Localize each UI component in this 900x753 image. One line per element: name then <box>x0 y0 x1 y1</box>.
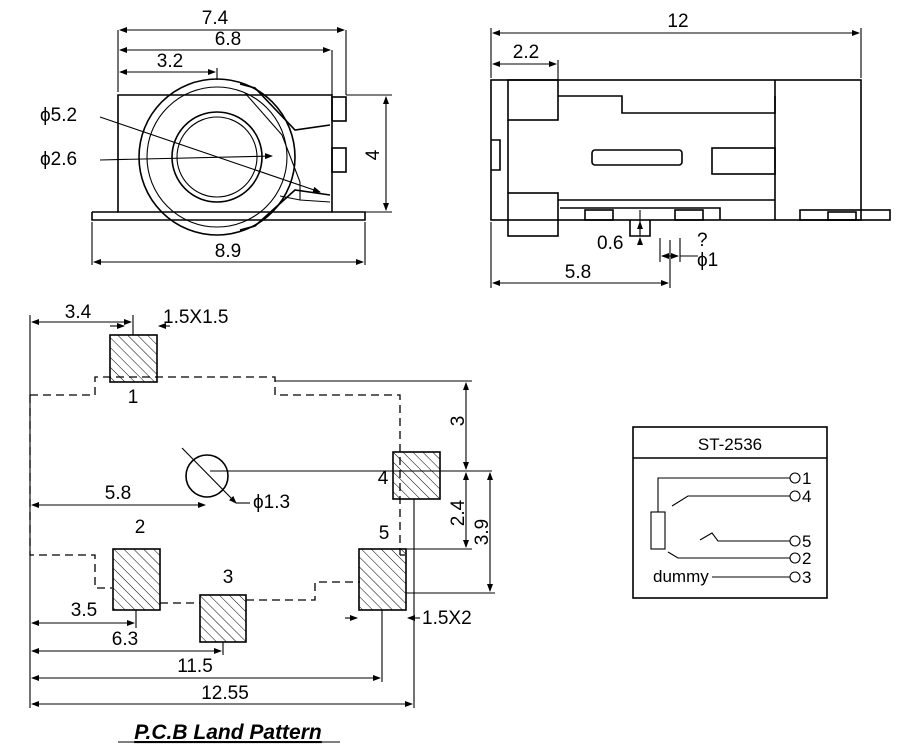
dim-3-4: 3.4 <box>65 302 92 323</box>
schematic-pin-1: 1 <box>802 469 811 488</box>
dim-5-8-pcb: 5.8 <box>105 483 131 504</box>
schematic-dummy: dummy <box>653 567 709 586</box>
label-pad-1: 1 <box>128 387 139 408</box>
dim-1-5x2: 1.5X2 <box>422 608 472 629</box>
dim-11-5: 11.5 <box>177 656 213 677</box>
label-pad-2: 2 <box>135 517 146 538</box>
dim-0-6: 0.6 <box>597 233 623 254</box>
dim-6-8: 6.8 <box>215 29 241 50</box>
dim-12-55: 12.55 <box>201 683 249 704</box>
dim-phi-1: ϕ1 <box>697 250 718 271</box>
pad-2 <box>112 548 161 611</box>
pad-1 <box>109 334 158 383</box>
schematic-pin-5: 5 <box>802 532 811 551</box>
pcb-title: P.C.B Land Pattern <box>134 721 321 744</box>
dim-2-4: 2.4 <box>448 499 469 526</box>
front-view <box>91 27 392 265</box>
dim-3-5: 3.5 <box>71 600 97 621</box>
schematic-box <box>632 426 828 599</box>
label-pad-5: 5 <box>379 523 390 544</box>
dim-12: 12 <box>667 11 688 32</box>
dim-3-2: 3.2 <box>157 51 183 72</box>
dim-8-9: 8.9 <box>215 241 241 262</box>
schematic-pin-3: 3 <box>802 568 811 587</box>
dim-1-5x1-5: 1.5X1.5 <box>163 307 229 328</box>
schematic-title: ST-2536 <box>698 435 762 454</box>
label-pad-3: 3 <box>223 567 234 588</box>
dim-phi-5-2: ϕ5.2 <box>40 105 77 126</box>
dim-phi-1-3: ϕ1.3 <box>253 492 290 513</box>
schematic-pin-2: 2 <box>802 549 811 568</box>
schematic-pin-4: 4 <box>802 487 811 506</box>
pad-4 <box>392 451 441 500</box>
dim-4: 4 <box>363 149 384 160</box>
dim-phi-2-6: ϕ2.6 <box>40 149 77 170</box>
dim-5-8-side: 5.8 <box>565 262 591 283</box>
dim-3: 3 <box>448 416 469 427</box>
pcb-land-pattern <box>29 315 495 743</box>
pad-5 <box>358 548 407 611</box>
dim-3-9: 3.9 <box>472 519 493 545</box>
dim-2-2: 2.2 <box>513 42 539 63</box>
mounting-hole <box>185 454 229 498</box>
side-view <box>490 28 891 288</box>
dim-6-3: 6.3 <box>112 629 138 650</box>
dim-7-4: 7.4 <box>202 8 229 29</box>
label-pad-4: 4 <box>378 468 389 489</box>
pad-3 <box>199 594 247 643</box>
dim-question: ? <box>697 230 708 251</box>
